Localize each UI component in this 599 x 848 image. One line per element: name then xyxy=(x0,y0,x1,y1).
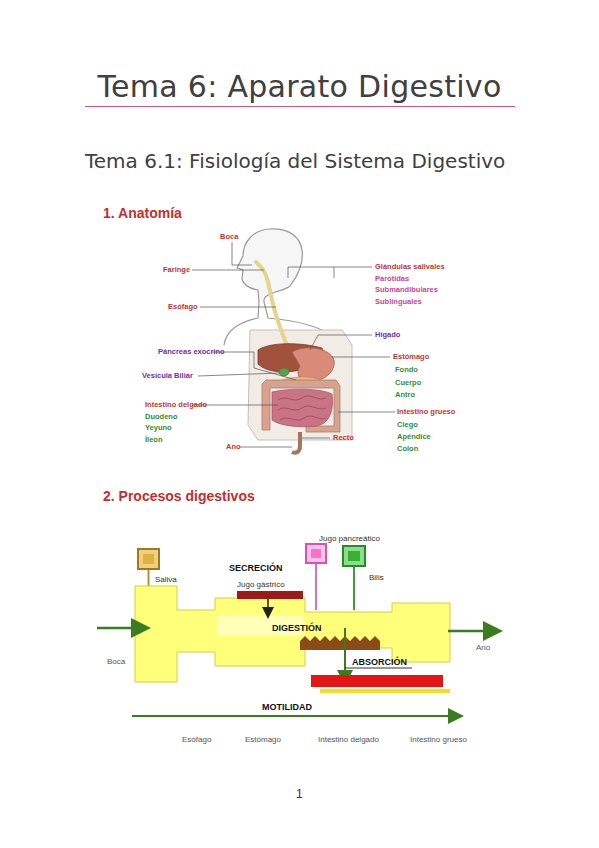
subsection-heading: 1. Anatomía xyxy=(103,205,182,221)
part-name: Páncreas exocrino xyxy=(158,348,225,357)
tube-outline xyxy=(135,586,450,682)
leader-lines xyxy=(192,242,395,447)
absorption-rule xyxy=(345,668,412,669)
gastric-secretion-bar xyxy=(237,591,303,599)
part-name: Hígado xyxy=(375,331,400,340)
intestine-coils xyxy=(278,396,326,420)
leader-line xyxy=(240,447,292,448)
sub-part-name: Ciego xyxy=(397,421,418,430)
sub-part-name: Parótidas xyxy=(375,275,409,284)
large-intestine-shape xyxy=(262,380,340,432)
sub-part-name: Cuerpo xyxy=(395,379,421,388)
digestion-villi xyxy=(300,636,380,650)
sub-part-name: Antro xyxy=(395,391,415,400)
node-text: Bilis xyxy=(369,573,384,582)
section-heading: Tema 6.1: Fisiología del Sistema Digesti… xyxy=(85,150,505,173)
absorption-arrow xyxy=(344,628,346,682)
part-name: Estómago xyxy=(393,353,429,362)
leader-line xyxy=(302,438,330,439)
secretion-source-square: Bilis xyxy=(342,545,366,567)
tube-shape xyxy=(135,586,450,682)
part-name: Vesícula Biliar xyxy=(142,372,193,381)
leader-line xyxy=(212,352,296,380)
part-name: Boca xyxy=(220,233,238,242)
segment-name: Boca xyxy=(107,657,125,666)
secretion-source-square: Saliva xyxy=(137,548,160,570)
node-text: DIGESTIÓN xyxy=(272,623,322,633)
secretion-source-square: Jugo pancreático xyxy=(305,543,327,564)
leader-line xyxy=(338,412,395,413)
small-intestine-shape xyxy=(272,389,332,427)
segment-name: Intestino delgado xyxy=(318,735,379,744)
node-text: Saliva xyxy=(155,575,177,584)
node-text: Jugo pancreático xyxy=(319,534,380,543)
subsection-heading: 2. Procesos digestivos xyxy=(103,488,255,504)
part-name: Recto xyxy=(333,434,354,443)
part-name: Intestino delgado xyxy=(145,401,207,410)
leader-line xyxy=(232,242,252,265)
title-rule xyxy=(85,106,515,107)
process-name: SECRECIÓN xyxy=(229,563,283,573)
secretion-name: Jugo gástrico xyxy=(237,580,285,589)
part-name: Ano xyxy=(226,443,241,452)
leader-line xyxy=(288,267,372,278)
sub-part-name: Duodeno xyxy=(145,413,178,422)
process-name: ABSORCIÓN xyxy=(352,657,407,667)
leader-line xyxy=(200,307,276,308)
sub-part-name: Íleon xyxy=(145,436,163,445)
sub-part-name: Apéndice xyxy=(397,433,431,442)
page-number: 1 xyxy=(296,788,303,802)
sub-part-name: Fondo xyxy=(395,366,418,375)
segment-name: Estómago xyxy=(245,735,281,744)
leader-line xyxy=(198,373,280,376)
secretion-arrow xyxy=(267,599,269,616)
leader-line xyxy=(310,335,372,350)
digestive-tube: DIGESTIÓN xyxy=(135,610,450,650)
process-name: MOTILIDAD xyxy=(262,702,312,712)
part-name: Glándulas salivales xyxy=(375,263,445,272)
leader-line xyxy=(192,270,264,271)
part-name: Esófago xyxy=(168,303,198,312)
sub-part-name: Sublinguales xyxy=(375,298,422,307)
gallbladder-shape xyxy=(279,368,289,376)
segment-name: Esófago xyxy=(182,735,211,744)
absorption-bar xyxy=(311,675,443,687)
torso-block xyxy=(248,330,352,440)
connector-line xyxy=(353,567,355,610)
intake-arrow xyxy=(97,627,146,630)
leader-line xyxy=(332,357,390,358)
exit-arrow xyxy=(448,630,498,633)
page-title: Tema 6: Aparato Digestivo xyxy=(0,70,599,105)
segment-name: Ano xyxy=(476,643,490,652)
absorption-bar-secondary xyxy=(320,689,450,693)
sub-part-name: Colon xyxy=(397,445,418,454)
connector-line xyxy=(315,564,317,610)
part-name: Intestino grueso xyxy=(397,408,455,417)
motility-arrow xyxy=(132,715,460,717)
part-name: Faringe xyxy=(163,266,190,275)
sub-part-name: Submandibulares xyxy=(375,286,438,295)
segment-name: Intestino grueso xyxy=(410,735,467,744)
rectum-shape xyxy=(292,432,300,453)
sub-part-name: Yeyuno xyxy=(145,424,172,433)
